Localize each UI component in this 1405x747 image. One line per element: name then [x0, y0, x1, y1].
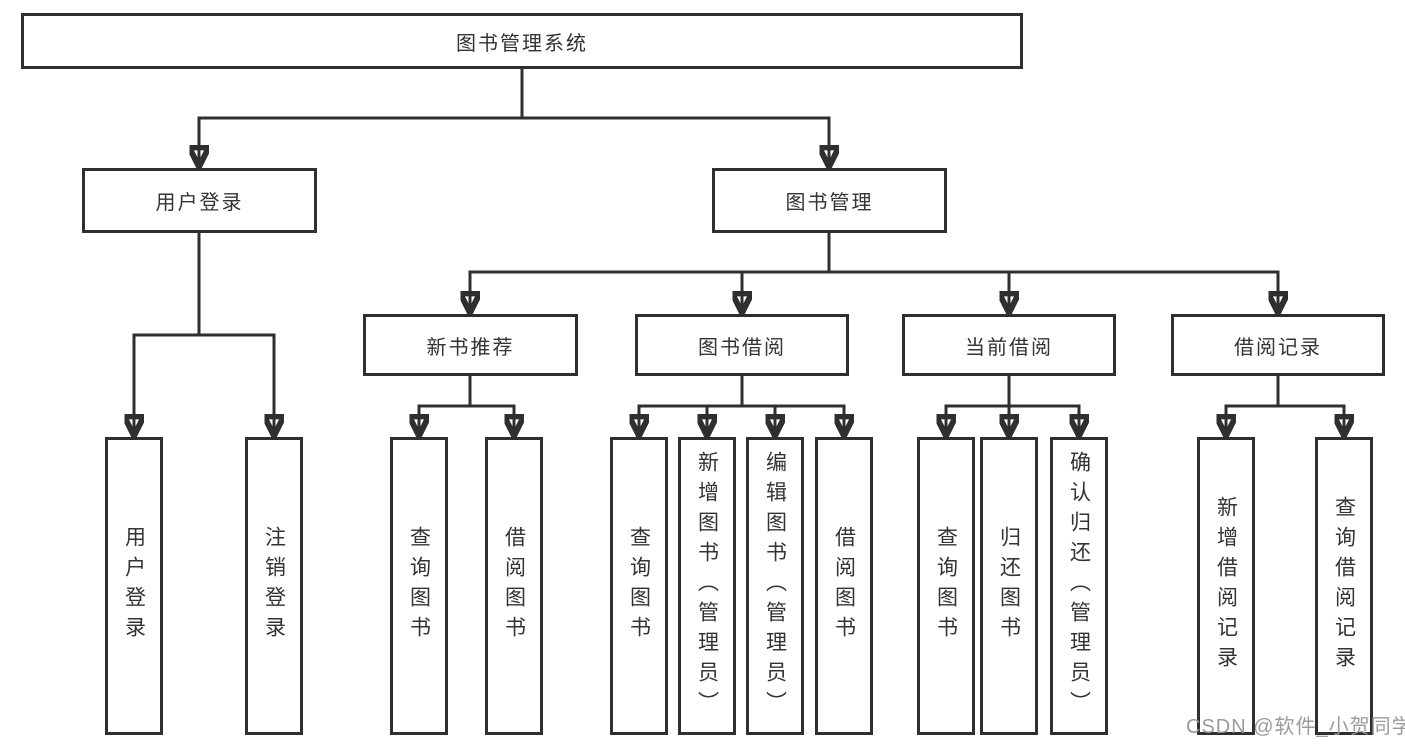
- leaf-confirm-return-admin: 确认归还（管理员）: [1050, 437, 1108, 735]
- leaf-label: 用户登录: [122, 526, 146, 646]
- leaf-label: 查询图书: [627, 526, 651, 646]
- leaf-logout: 注销登录: [245, 437, 303, 735]
- leaf-edit-books-admin: 编辑图书（管理员）: [746, 437, 804, 735]
- leaf-query-books: 查询图书: [917, 437, 975, 735]
- leaf-borrow-books: 借阅图书: [815, 437, 873, 735]
- leaf-label: 查询图书: [407, 526, 431, 646]
- node-current-borrowing: 当前借阅: [902, 314, 1116, 376]
- leaf-return-books: 归还图书: [980, 437, 1038, 735]
- node-user-login: 用户登录: [82, 168, 317, 233]
- leaf-label: 注销登录: [262, 526, 286, 646]
- leaf-query-borrow-record: 查询借阅记录: [1315, 437, 1373, 735]
- leaf-add-borrow-record: 新增借阅记录: [1197, 437, 1255, 735]
- node-library-management-system: 图书管理系统: [21, 13, 1023, 69]
- node-new-book-recommend: 新书推荐: [363, 314, 578, 376]
- leaf-label: 借阅图书: [832, 526, 856, 646]
- leaf-label: 查询借阅记录: [1332, 496, 1356, 676]
- leaf-query-books: 查询图书: [610, 437, 668, 735]
- leaf-label: 确认归还（管理员）: [1067, 451, 1091, 721]
- leaf-add-books-admin: 新增图书（管理员）: [678, 437, 736, 735]
- leaf-label: 新增借阅记录: [1214, 496, 1238, 676]
- leaf-label: 编辑图书（管理员）: [763, 451, 787, 721]
- leaf-label: 新增图书（管理员）: [695, 451, 719, 721]
- leaf-label: 归还图书: [997, 526, 1021, 646]
- leaf-label: 查询图书: [934, 526, 958, 646]
- node-book-borrowing: 图书借阅: [635, 314, 849, 376]
- leaf-label: 借阅图书: [502, 526, 526, 646]
- node-book-management: 图书管理: [712, 168, 947, 233]
- leaf-user-login: 用户登录: [105, 437, 163, 735]
- node-borrowing-records: 借阅记录: [1171, 314, 1385, 376]
- csdn-watermark: CSDN @软件_小贺同学: [1186, 716, 1405, 738]
- leaf-borrow-books: 借阅图书: [485, 437, 543, 735]
- leaf-query-books: 查询图书: [390, 437, 448, 735]
